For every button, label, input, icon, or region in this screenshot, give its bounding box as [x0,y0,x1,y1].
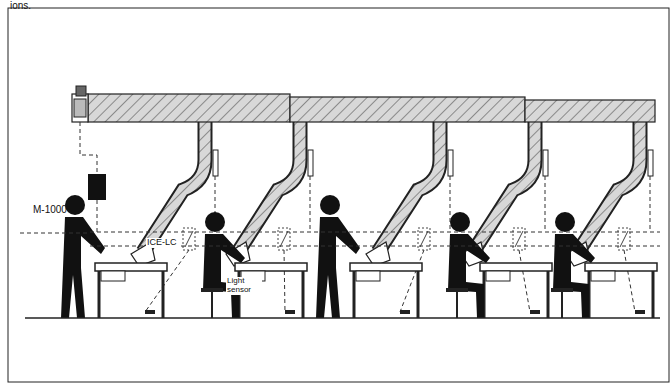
stroke [185,231,193,247]
stool-seat [201,288,223,292]
bench-leg [547,271,550,318]
bench-leg [353,271,356,318]
light-sensor [400,310,410,314]
ice-lc-box [418,228,430,250]
worker-head [555,212,575,232]
worker-body [203,234,245,318]
signal-wire [650,176,651,232]
sensor-wire [400,250,424,312]
ice-lc-box [513,228,525,250]
stroke [620,231,628,247]
main-duct [88,94,655,122]
ice-lc-box [618,228,630,250]
ice-lc-box [183,228,195,250]
bench-top [350,263,422,271]
bench-leg [98,271,101,318]
stool-leg [456,292,458,318]
stroke [280,231,288,247]
stool-seat [551,288,573,292]
bench-top [480,263,552,271]
sensor-wire [624,250,635,312]
work-station [201,122,313,318]
worker-head [205,212,225,232]
work-station [551,122,657,318]
fan-unit [72,86,88,122]
bench-leg [417,271,420,318]
sensor-wire [519,250,530,312]
light-sensor [145,310,155,314]
stroke [420,231,428,247]
cropped-heading: ions. [10,0,31,11]
sensor-wire [284,250,285,312]
bench-leg [162,271,165,318]
worker-body [448,234,490,318]
bench-top [585,263,657,271]
sensor-label: Light sensor [226,277,262,295]
controller-box [88,174,106,200]
signal-wire [545,176,546,232]
worker-head [65,195,85,215]
bench-drawer [356,271,380,281]
controller-label: ICE-LC [146,238,178,248]
arm-bracket [213,150,218,176]
stool-leg [211,292,213,318]
sensor-wire [145,250,189,312]
bench-drawer [101,271,125,281]
bench-drawer [591,271,615,281]
ice-lc-box [278,228,290,250]
signal-wire [310,176,311,232]
bench-leg [302,271,305,318]
stool-seat [446,288,468,292]
floor-line [25,317,660,319]
stroke [515,231,523,247]
control-wiring [20,122,660,246]
work-station [446,122,552,318]
light-sensor [530,310,540,314]
work-station [61,122,218,318]
controller-label: M-1000 [33,204,67,215]
bench-top [235,263,307,271]
stool-leg [561,292,563,318]
bench-top [95,263,167,271]
work-station [316,122,453,318]
bench-drawer [486,271,510,281]
light-sensor [285,310,295,314]
frame [8,8,669,382]
stations [61,122,657,318]
worker-head [320,195,340,215]
arm-bracket [448,150,453,176]
worker-head [450,212,470,232]
arm-bracket [308,150,313,176]
arm-bracket [648,150,653,176]
bench-leg [652,271,655,318]
arm-bracket [543,150,548,176]
light-sensor [635,310,645,314]
worker-body [553,234,595,318]
